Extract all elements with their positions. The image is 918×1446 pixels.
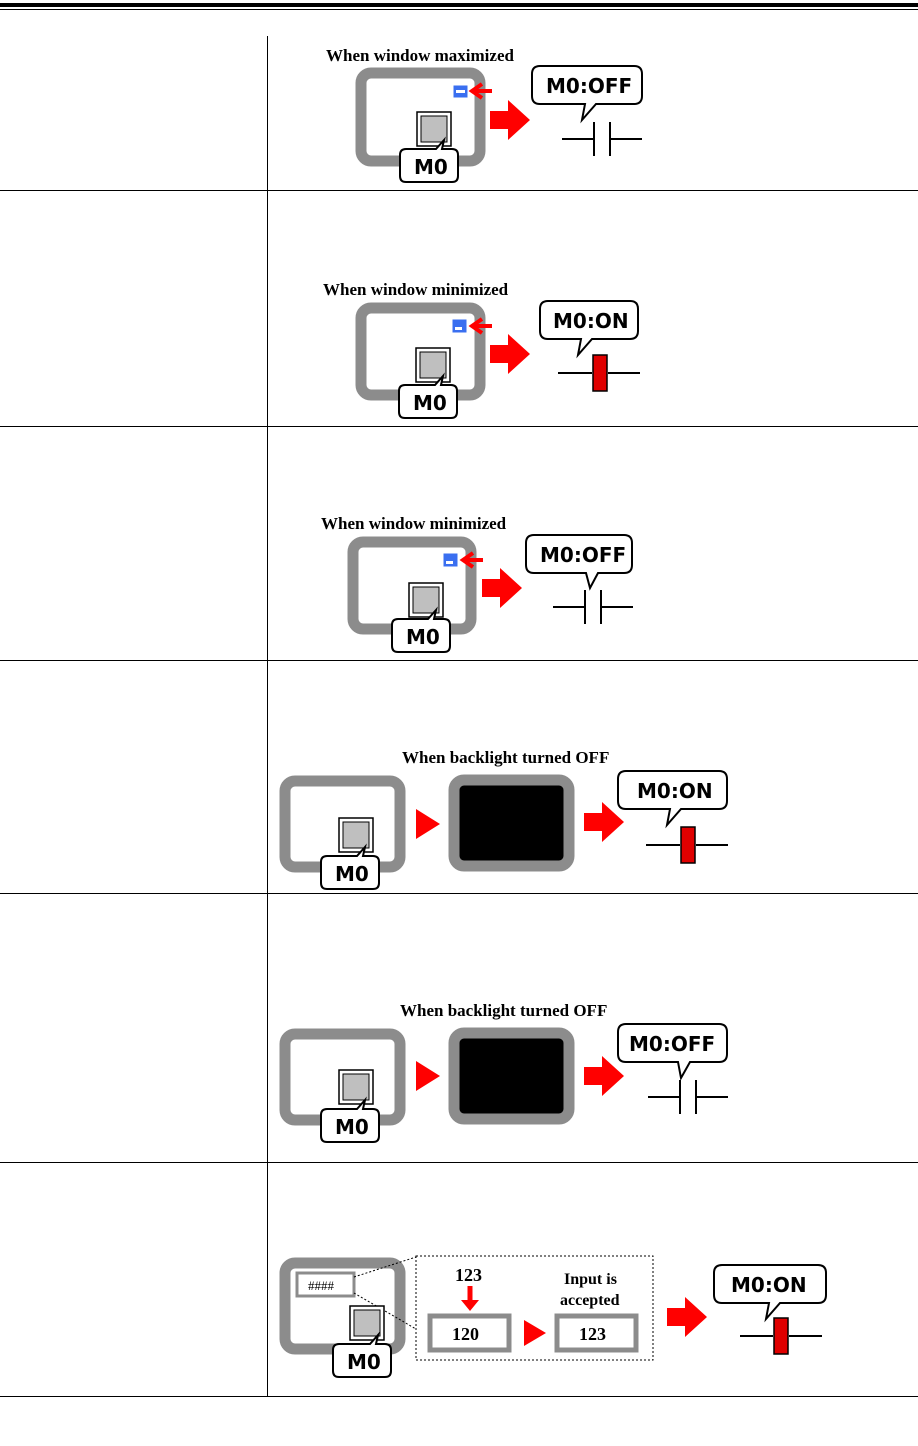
button-label-callout [398,372,458,419]
minimize-icon-bar [446,561,453,564]
button-label: M0 [335,1115,369,1139]
red-arrow-head [459,551,475,569]
hmi-screen-dark [448,1027,575,1125]
status-bubble-text: M0:OFF [629,1032,715,1056]
button-label-callout [391,606,451,653]
column-divider [267,36,268,1396]
m0-button-face [412,586,440,614]
button-label: M0 [413,391,447,415]
row-divider [0,893,918,894]
m0-button-face [342,1073,370,1101]
contact-open [562,122,642,156]
figure-window-maximized: When window maximized M0 M0:OFF [326,46,643,183]
input-value: 123 [455,1265,482,1285]
status-bubble [617,770,728,829]
contact-open [648,1080,728,1114]
status-bubble-text: M0:ON [553,309,629,333]
figure-window-minimized-off: When window minimized M0 M0:OFF [321,514,633,653]
value-box-after [554,1313,639,1353]
numeric-display-placeholder: #### [308,1278,335,1293]
status-bubble-text: M0:ON [731,1273,807,1297]
row-divider [0,1396,918,1397]
status-bubble [525,534,633,591]
red-down-arrow-head [461,1300,479,1311]
figure-caption: When window maximized [326,46,515,65]
minimize-icon [442,552,459,568]
status-bubble-text: M0:OFF [540,543,626,567]
contact-closed [740,1317,822,1355]
maximize-icon-bar [456,90,465,93]
zoom-line [353,1256,417,1278]
top-rule-thick [0,3,918,7]
m0-button-face [419,351,447,379]
top-rule-thin [0,9,918,10]
contact-open [553,590,633,624]
big-red-arrow [584,802,624,842]
small-red-arrow [416,809,440,839]
button-label: M0 [406,625,440,649]
zoom-box [415,1255,654,1361]
big-red-arrow [667,1297,707,1337]
row-divider [0,660,918,661]
status-bubble-text: M0:OFF [546,74,632,98]
big-red-arrow [490,334,530,374]
m0-button-face [353,1309,381,1337]
big-red-arrow [584,1056,624,1096]
figure-caption: When window minimized [321,514,507,533]
value-box-before [427,1313,512,1353]
button-label: M0 [347,1350,381,1374]
hmi-screen-dark [448,774,575,872]
minimize-icon-bar [455,327,462,330]
status-bubble [539,300,639,359]
status-bubble-text: M0:ON [637,779,713,803]
button-label: M0 [414,155,448,179]
small-red-arrow [524,1320,546,1346]
value-before: 120 [452,1324,479,1344]
red-arrow-head [468,82,484,100]
small-red-arrow [416,1061,440,1091]
contact-closed [558,354,640,392]
figure-caption: When backlight turned OFF [400,1001,607,1020]
figure-window-minimized-on: When window minimized M0 M0:ON [323,280,640,419]
figure-caption: When backlight turned OFF [402,748,609,767]
button-label-callout [320,1096,380,1143]
m0-button-face [420,115,448,143]
value-after: 123 [579,1324,606,1344]
row-divider [0,1162,918,1163]
big-red-arrow [482,568,522,608]
figure-caption: When window minimized [323,280,509,299]
row-divider [0,190,918,191]
button-label-callout [320,843,380,890]
red-arrow-head [468,317,484,335]
row-divider [0,426,918,427]
status-bubble [531,65,643,124]
figure-backlight-off-off: When backlight turned OFF M0 M0:OFF [279,1001,728,1143]
figure-input-accepted: #### M0 123 120 123 Input is accepted M0… [279,1255,827,1378]
status-bubble [617,1023,728,1081]
m0-button-face [342,821,370,849]
minimize-icon [451,318,468,334]
contact-closed [646,826,728,864]
big-red-arrow [490,100,530,140]
status-bubble [713,1264,827,1323]
button-label-callout [399,136,459,183]
accepted-label-line1: Input is [564,1271,617,1288]
button-label-callout [332,1331,392,1378]
accepted-label-line2: accepted [560,1292,620,1309]
button-label: M0 [335,862,369,886]
figure-backlight-off-on: When backlight turned OFF M0 M0:ON [279,748,728,890]
numeric-display [295,1271,356,1298]
